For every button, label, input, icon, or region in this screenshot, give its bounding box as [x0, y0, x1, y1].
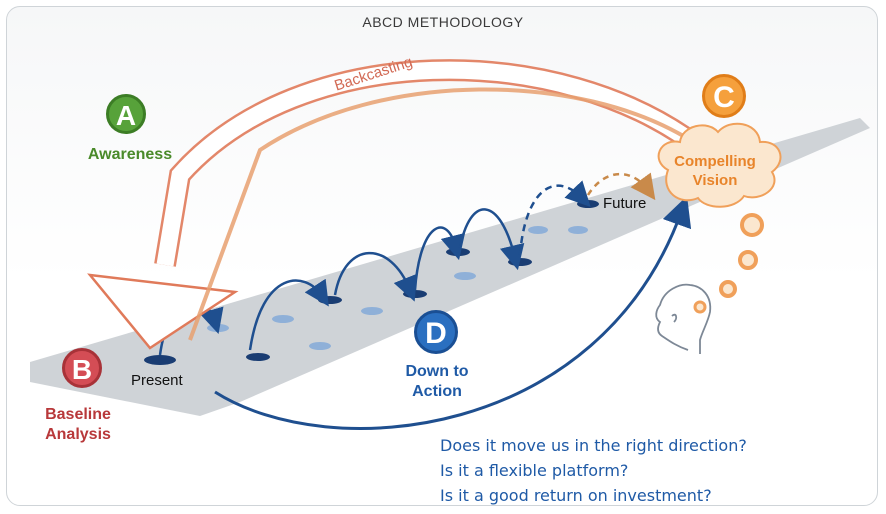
present-label: Present	[131, 372, 183, 389]
diagram-title: ABCD METHODOLOGY	[362, 14, 524, 30]
question-flexibility: Is it a flexible platform?	[440, 461, 629, 480]
stage-d-label-line2: Action	[412, 383, 462, 400]
stage-d-label-line1: Down to	[405, 363, 469, 380]
stage-a-badge: A	[106, 94, 146, 134]
stage-a-label: Awareness	[87, 146, 173, 163]
stage-c-label-line2: Vision	[692, 172, 738, 189]
stage-d-badge: D	[414, 310, 458, 354]
evaluation-questions: Does it move us in the right direction? …	[440, 433, 747, 508]
question-direction: Does it move us in the right direction?	[440, 436, 747, 455]
stage-b-badge: B	[62, 348, 102, 388]
pathway-road	[30, 118, 870, 416]
question-roi: Is it a good return on investment?	[440, 486, 712, 505]
head-silhouette-icon	[655, 283, 712, 354]
stage-c-label-line1: Compelling	[674, 153, 756, 170]
backcasting-arrow-icon	[87, 59, 707, 350]
thought-bubble-icon	[657, 122, 782, 314]
future-label: Future	[603, 195, 647, 212]
stage-b-label-line1: Baseline	[45, 406, 111, 423]
stage-c-badge: C	[702, 74, 746, 118]
action-curve-arrow	[214, 195, 692, 430]
stage-b-label-line2: Analysis	[45, 426, 111, 443]
